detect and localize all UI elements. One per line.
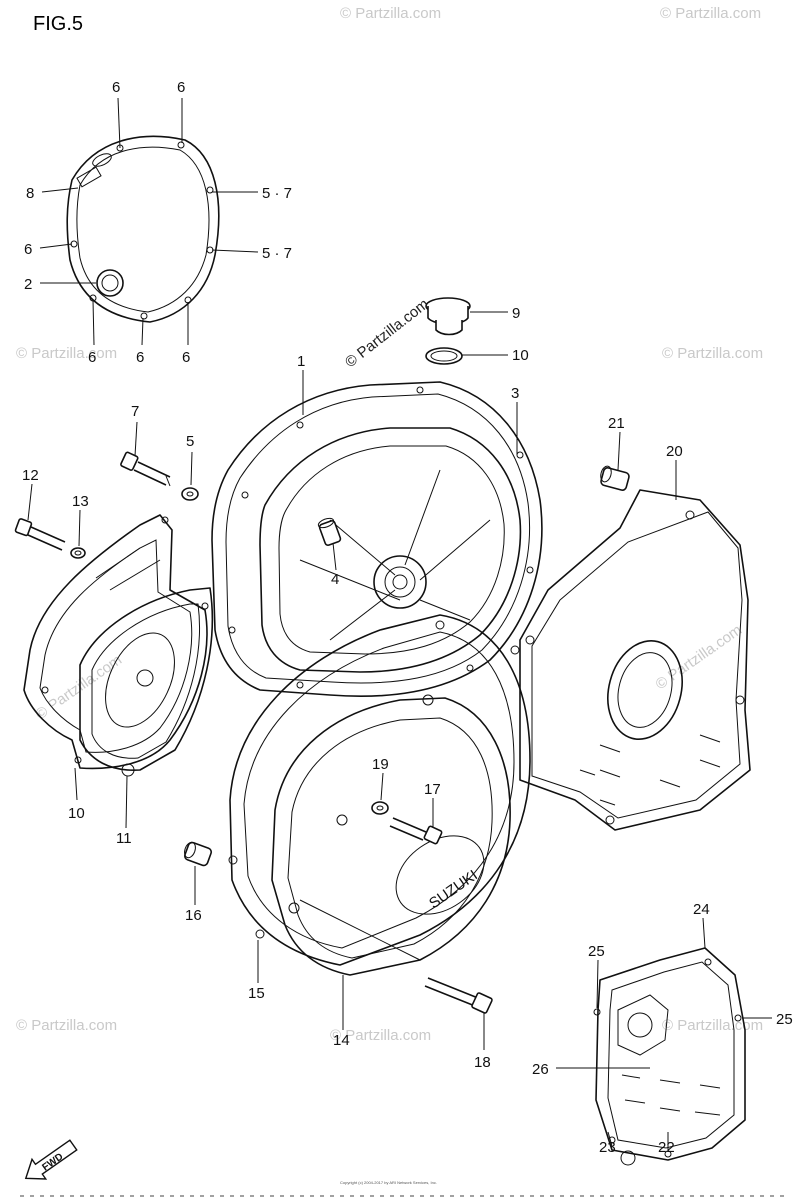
- part-label: 5 · 7: [262, 185, 292, 202]
- part-22-dowel: [600, 465, 630, 491]
- part-21-crankcase-cover: [519, 489, 751, 831]
- part-18-bolt: [389, 817, 443, 845]
- part-label: 3: [511, 385, 519, 402]
- part-label: 24: [693, 901, 710, 918]
- part-label: 6: [182, 349, 190, 366]
- part-label: 10: [68, 805, 85, 822]
- part-label: 16: [185, 907, 202, 924]
- leader-lines: [27, 97, 772, 1150]
- part-label: 20: [666, 443, 683, 460]
- part-label: 15: [248, 985, 265, 1002]
- watermark: © Partzilla.com: [16, 1017, 117, 1034]
- part-17-dowel: [183, 841, 213, 867]
- part-label: 25: [776, 1011, 793, 1028]
- part-label: 7: [131, 403, 139, 420]
- part-label: 6: [136, 349, 144, 366]
- footer-copyright: Copyright (c) 2004-2017 by ARI Network S…: [340, 1180, 437, 1185]
- figure-title: FIG.5: [33, 13, 83, 35]
- part-label: 17: [424, 781, 441, 798]
- part-label: 21: [608, 415, 625, 432]
- part-16-gasket: [228, 614, 531, 966]
- part-label: 9: [512, 305, 520, 322]
- part-label: 10: [512, 347, 529, 364]
- part-25-plate: [593, 947, 746, 1166]
- part-label: 5: [186, 433, 194, 450]
- part-5-washer: [181, 487, 199, 501]
- part-label: 23: [599, 1139, 616, 1156]
- part-label: 1: [297, 353, 305, 370]
- part-label: 6: [88, 349, 96, 366]
- part-1-clutch-cover: [211, 381, 543, 698]
- watermark: © Partzilla.com: [653, 621, 746, 693]
- part-label: 25: [588, 943, 605, 960]
- part-label: 5 · 7: [262, 245, 292, 262]
- part-label: 2: [24, 276, 32, 293]
- part-9-oil-filler-cap: [425, 297, 471, 336]
- watermark: © Partzilla.com: [342, 296, 432, 372]
- part-8-small-cover: [66, 135, 220, 323]
- part-13-bolt: [14, 518, 66, 551]
- part-14-washer: [70, 547, 86, 559]
- part-label: 6: [177, 79, 185, 96]
- part-15-generator-cover: SUZUKI: [271, 694, 511, 976]
- part-label: 12: [22, 467, 39, 484]
- part-label: 6: [112, 79, 120, 96]
- part-12-gasket: [79, 587, 214, 777]
- part-11-pump-cover: [23, 514, 208, 770]
- part-10-o-ring: [425, 347, 463, 365]
- part-labels: 6 6 8 5 · 7 6 5 · 7 2 6 6 6 9 10 1 3 7 5…: [22, 79, 793, 1156]
- part-label: 14: [333, 1032, 350, 1049]
- part-label: 6: [24, 241, 32, 258]
- watermark: © Partzilla.com: [340, 5, 441, 22]
- watermark: © Partzilla.com: [662, 1017, 763, 1034]
- part-7-bolt: [120, 451, 171, 487]
- part-label: 4: [331, 571, 339, 588]
- part-label: 13: [72, 493, 89, 510]
- part-4-dowel: [317, 517, 342, 547]
- part-19-bolt: [424, 977, 493, 1014]
- part-label: 22: [658, 1139, 675, 1156]
- watermark: © Partzilla.com: [16, 345, 117, 362]
- part-20-washer: [371, 801, 389, 815]
- part-label: 18: [474, 1054, 491, 1071]
- part-label: 26: [532, 1061, 549, 1078]
- part-label: 11: [116, 830, 132, 847]
- watermark: © Partzilla.com: [330, 1027, 431, 1044]
- part-label: 8: [26, 185, 34, 202]
- watermark: © Partzilla.com: [662, 345, 763, 362]
- part-label: 19: [372, 756, 389, 773]
- fwd-arrow-icon: FWD: [24, 1139, 78, 1180]
- watermark: © Partzilla.com: [660, 5, 761, 22]
